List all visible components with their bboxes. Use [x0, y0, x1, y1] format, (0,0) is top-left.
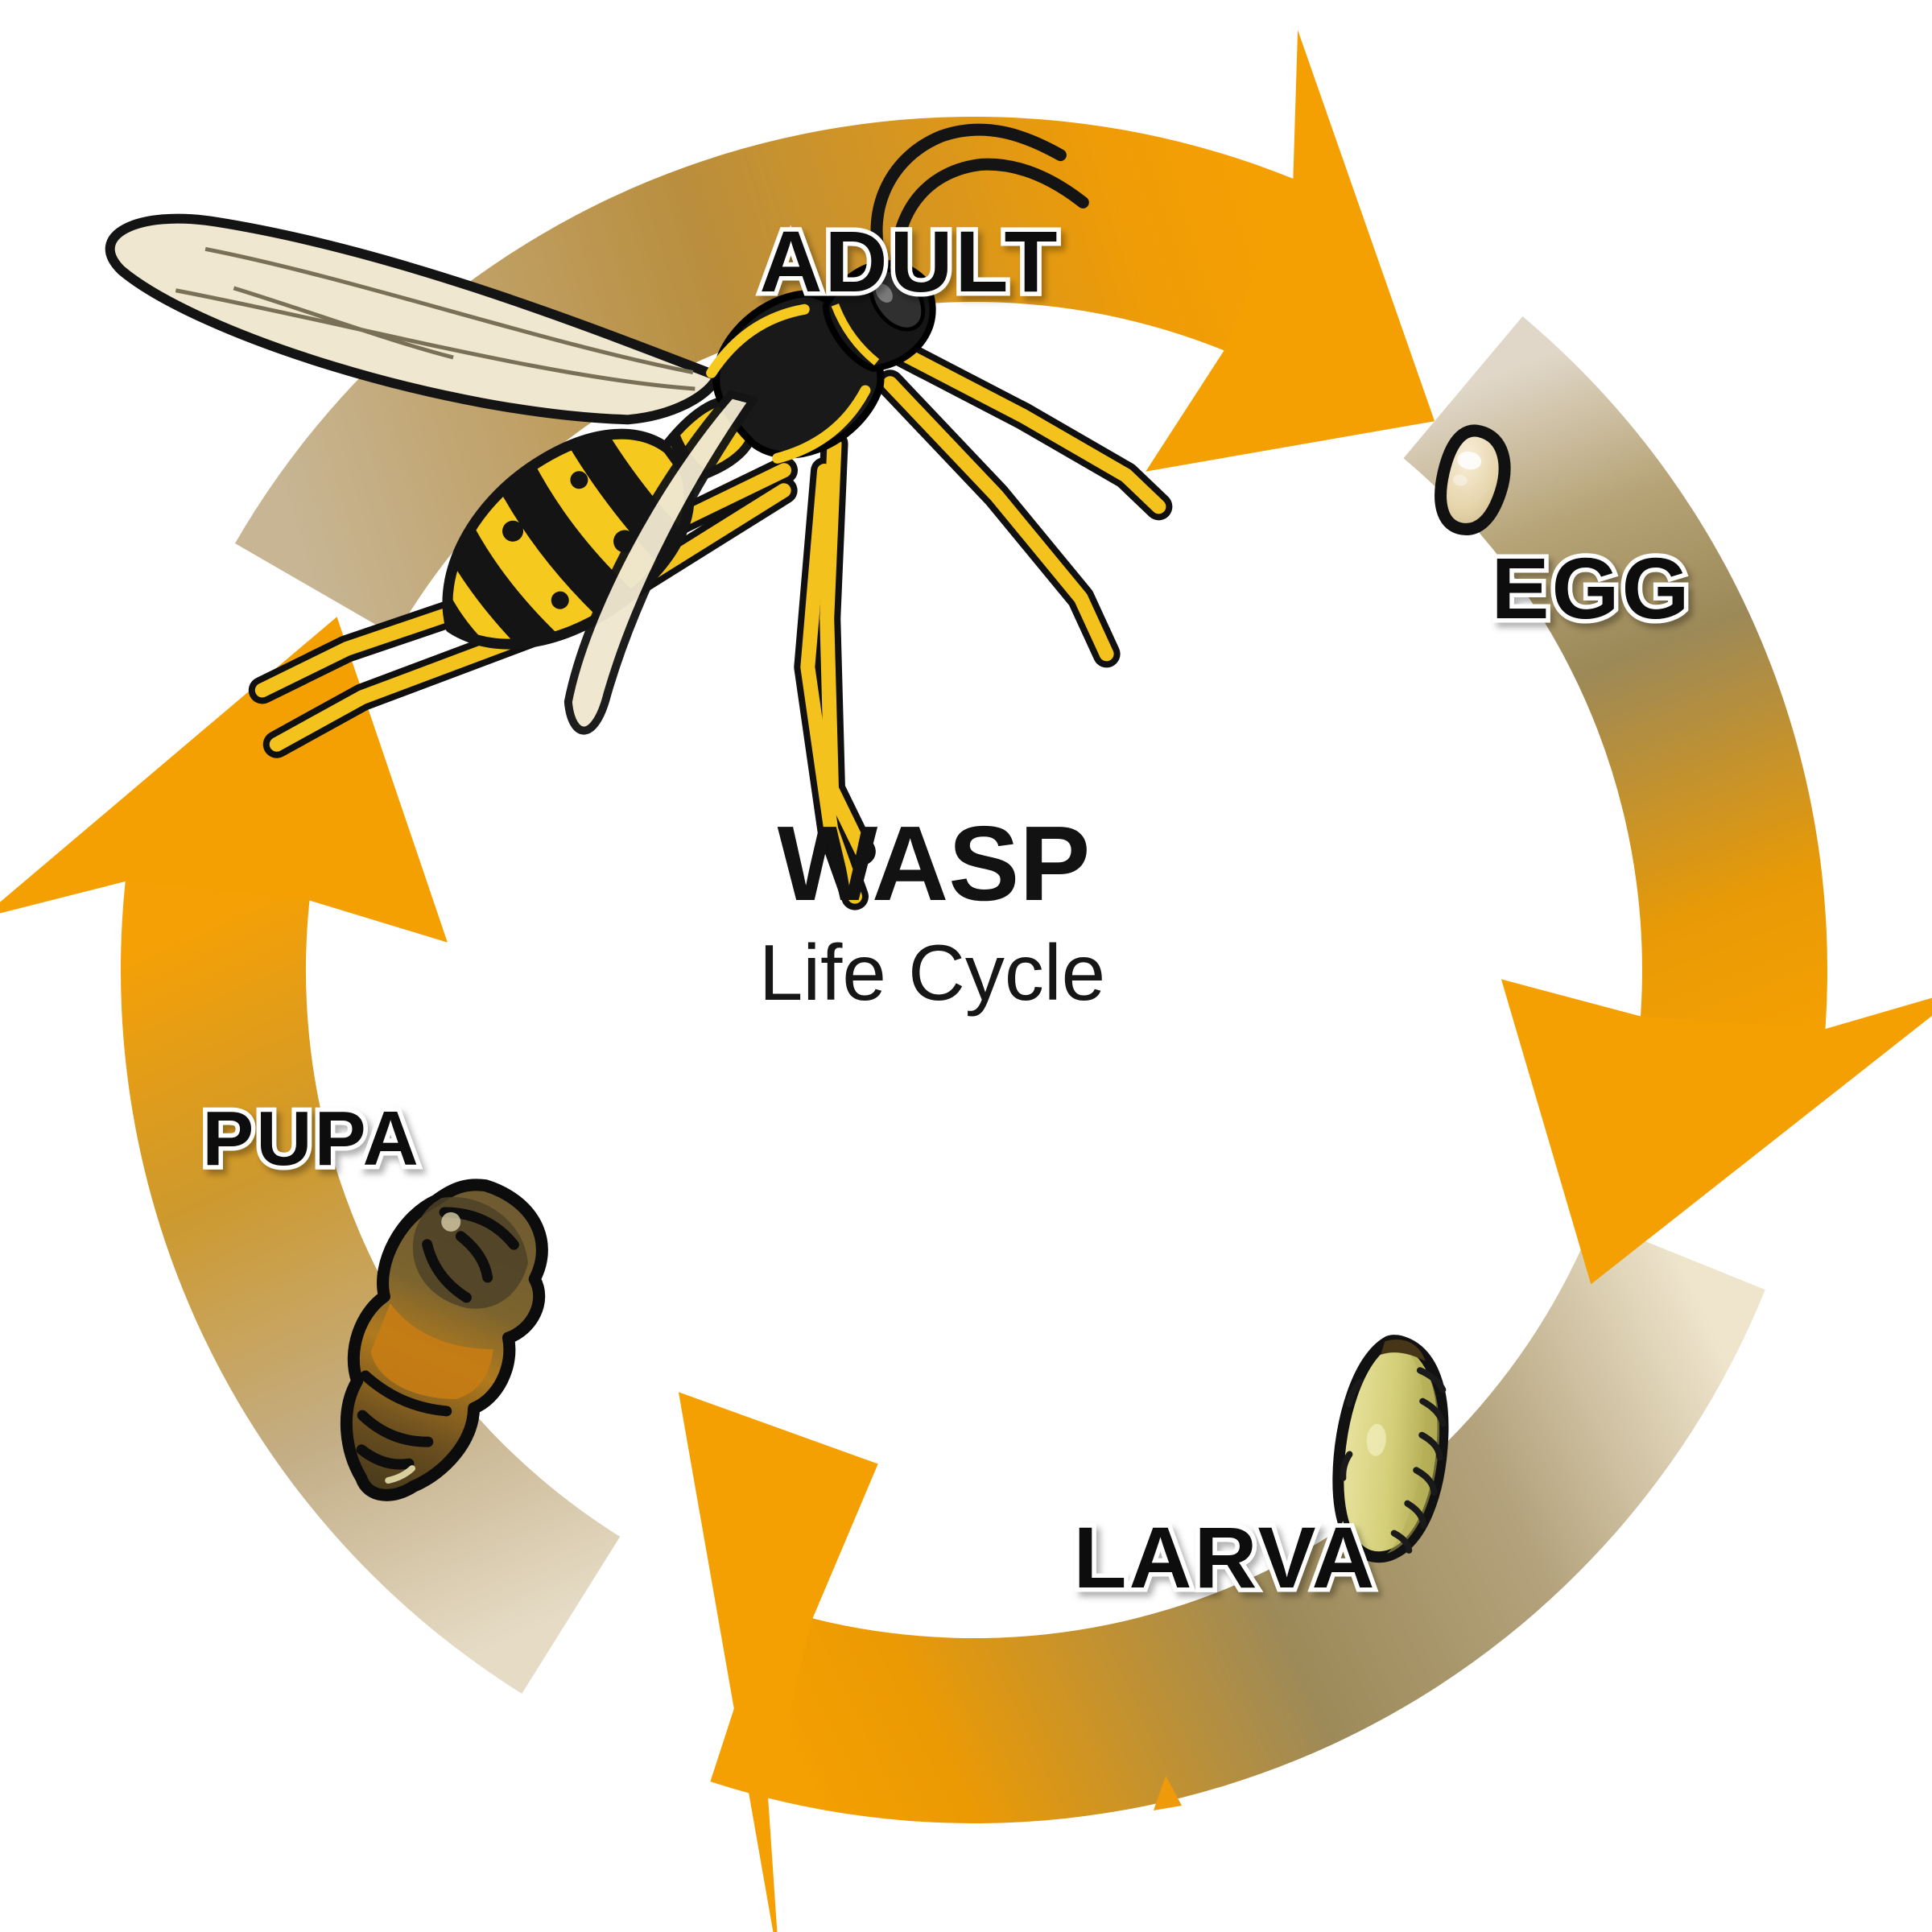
pupa-orange-band [370, 1302, 493, 1400]
cycle-arrowhead-to-pupa [678, 1392, 878, 1932]
cycle-subtitle: Life Cycle [759, 928, 1105, 1017]
stage-label-adult: ADULT [760, 213, 1060, 310]
cycle-arrowhead-to-larva [1501, 979, 1932, 1285]
stage-label-pupa: PUPA [202, 1096, 421, 1182]
pupa-tip-highlight [385, 1465, 416, 1484]
cycle-arrow-tail-adult [235, 117, 1348, 637]
wasp-wing-veins [175, 246, 696, 391]
wasp-near-wing [564, 390, 758, 735]
adult-wasp-illustration [105, 123, 1173, 910]
larva-highlight [1366, 1423, 1386, 1456]
cycle-title: WASP [778, 804, 1091, 923]
egg-shape [1435, 424, 1511, 535]
egg-illustration [1435, 424, 1511, 535]
egg-highlight [1457, 452, 1482, 470]
wasp-antennae [870, 123, 1089, 268]
wasp-eye-highlight [875, 283, 893, 303]
wasp-thorax-marks [706, 303, 871, 464]
wasp-face-mark [831, 303, 880, 365]
pupa-illustration [340, 1179, 548, 1501]
cycle-arrow-tails [120, 117, 1828, 1823]
stage-label-larva: LARVA [1073, 1509, 1377, 1606]
cycle-arrow-tail-larva [710, 1220, 1765, 1823]
larva-illustration [1332, 1335, 1449, 1563]
cycle-arrowhead-to-egg [1146, 30, 1435, 472]
wasp-far-wing [105, 213, 723, 425]
pupa-markings [356, 1207, 519, 1470]
cycle-arrow-tail-pupa [120, 821, 621, 1694]
cycle-arrow-tail-egg [1403, 316, 1828, 1089]
pupa-highlight [441, 1212, 461, 1232]
larva-segments [1340, 1367, 1447, 1554]
arc-fragment [1154, 1776, 1182, 1810]
egg-highlight-2 [1452, 474, 1468, 486]
larva-head-cap [1381, 1340, 1426, 1361]
stage-label-egg: EGG [1491, 539, 1691, 637]
